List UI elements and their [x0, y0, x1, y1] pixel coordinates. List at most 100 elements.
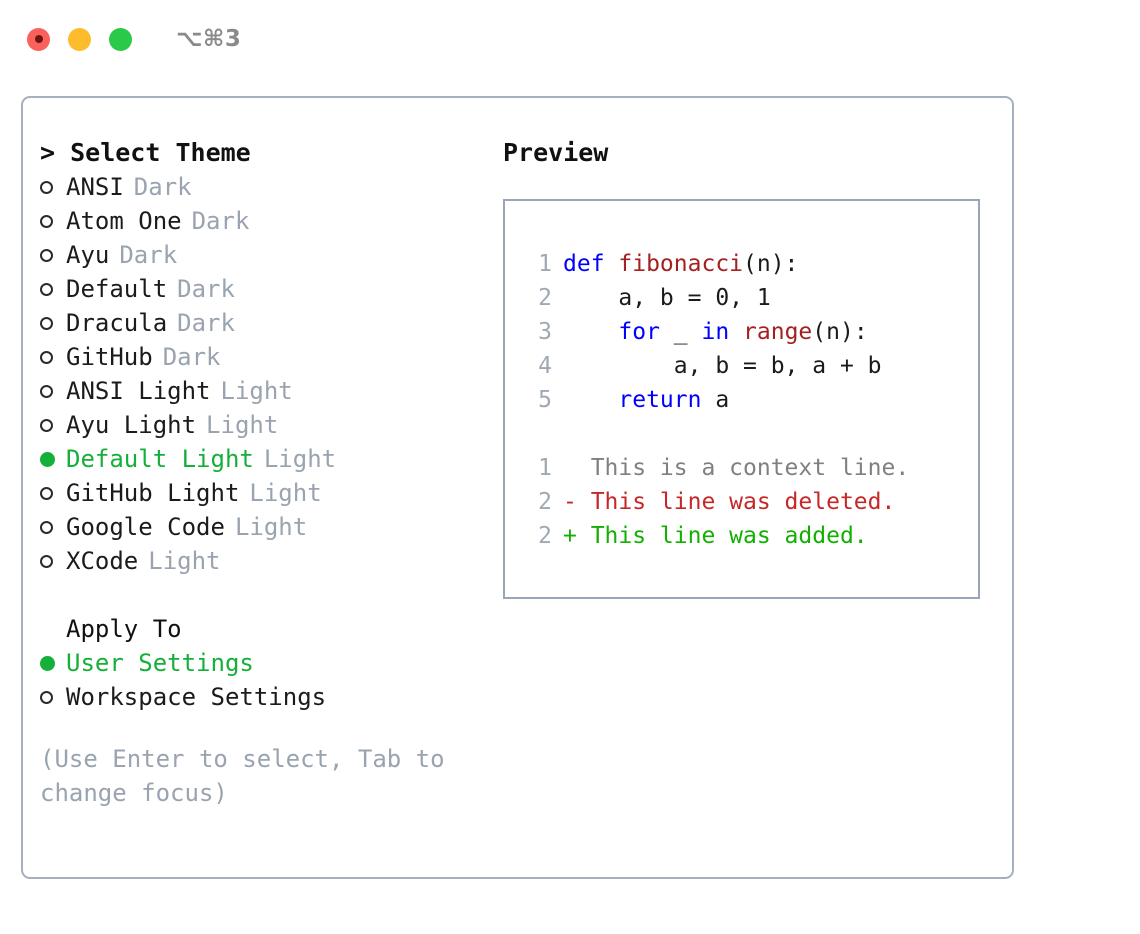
theme-variant-badge: Dark	[177, 309, 235, 337]
line-content: + This line was added.	[563, 519, 868, 553]
apply-to-header: Apply To	[66, 615, 182, 643]
radio-empty-icon	[40, 544, 66, 578]
line-number: 2	[538, 523, 552, 549]
radio-empty-icon	[40, 374, 66, 408]
radio-dot	[40, 248, 53, 262]
traffic-lights	[27, 27, 132, 51]
theme-option-label: Atom One	[66, 207, 182, 235]
line-number: 3	[538, 319, 552, 345]
theme-variant-badge: Light	[234, 513, 308, 541]
token-kw: def	[563, 251, 619, 277]
theme-variant-badge: Dark	[133, 173, 192, 201]
line-number: 2	[538, 489, 552, 515]
apply-to-option-0[interactable]: User Settings	[40, 646, 488, 680]
line-number: 1	[538, 455, 552, 481]
code-line-3: 4 a, b = b, a + b	[518, 349, 978, 383]
line-content: return a	[563, 383, 729, 417]
theme-option-label: ANSI	[66, 173, 124, 201]
token-plain	[729, 319, 743, 345]
line-number: 2	[538, 285, 552, 311]
theme-option-label: GitHub Light	[66, 479, 240, 507]
token-fn: range	[743, 319, 813, 345]
line-number: 4	[538, 353, 552, 379]
radio-empty-icon	[40, 306, 66, 340]
radio-dot	[40, 350, 53, 364]
theme-variant-badge: Light	[220, 377, 293, 405]
diff-line-2: 2 + This line was added.	[518, 519, 978, 553]
radio-empty-icon	[40, 238, 66, 272]
token-plain: (n):	[743, 251, 799, 277]
close-button[interactable]	[27, 27, 50, 51]
line-content: a, b = b, a + b	[563, 349, 882, 383]
line-content: a, b = 0, 1	[563, 281, 770, 315]
theme-variant-badge: Light	[263, 445, 337, 473]
theme-option-label: Ayu Light	[66, 411, 197, 439]
theme-option-0[interactable]: ANSI Dark	[40, 170, 488, 204]
theme-variant-badge: Dark	[177, 275, 235, 303]
theme-option-6[interactable]: ANSI Light Light	[40, 374, 488, 408]
diff-line-0: 1 This is a context line.	[518, 451, 978, 485]
apply-to-option-1[interactable]: Workspace Settings	[40, 680, 488, 714]
theme-variant-badge: Light	[206, 411, 279, 439]
token-kw: for	[618, 319, 660, 345]
radio-empty-icon	[40, 476, 66, 510]
theme-option-11[interactable]: XCode Light	[40, 544, 488, 578]
apply-to-option-label: User Settings	[66, 649, 254, 677]
token-kw: return	[618, 387, 702, 413]
theme-option-8[interactable]: Default Light Light	[40, 442, 488, 476]
diff-line-1: 2- This line was deleted.	[518, 485, 978, 519]
keyboard-shortcut-label: ⌥⌘3	[176, 26, 242, 52]
radio-dot	[40, 180, 53, 194]
theme-option-9[interactable]: GitHub Light Light	[40, 476, 488, 510]
token-fn: fibonacci	[618, 251, 744, 277]
theme-option-7[interactable]: Ayu Light Light	[40, 408, 488, 442]
radio-dot	[40, 655, 55, 671]
theme-variant-badge: Dark	[119, 241, 178, 269]
token-plain	[563, 319, 618, 345]
radio-dot	[40, 316, 53, 330]
token-plain: a, b = b, a + b	[563, 353, 882, 379]
minimize-button[interactable]	[68, 27, 91, 51]
radio-empty-icon	[40, 408, 66, 442]
theme-option-label: Default	[66, 275, 168, 303]
theme-option-label: ANSI Light	[66, 377, 211, 405]
radio-dot	[40, 520, 53, 534]
theme-option-label: XCode	[66, 547, 139, 575]
radio-empty-icon	[40, 272, 66, 306]
radio-selected-icon	[40, 646, 66, 680]
diff-sample: 1 This is a context line.2- This line wa…	[518, 451, 978, 553]
theme-option-label: Default Light	[66, 445, 254, 473]
code-line-4: 5 return a	[518, 383, 978, 417]
theme-option-label: Ayu	[66, 241, 110, 269]
keyboard-hint-text: (Use Enter to select, Tab to change focu…	[40, 745, 445, 807]
radio-empty-icon	[40, 204, 66, 238]
token-kw: in	[701, 319, 730, 345]
line-content: for _ in range(n):	[563, 315, 868, 349]
radio-empty-icon	[40, 170, 66, 204]
radio-dot	[40, 214, 53, 228]
select-theme-header: > Select Theme	[40, 138, 251, 167]
token-ctx: This is a context line.	[563, 455, 910, 481]
theme-variant-badge: Dark	[191, 207, 250, 235]
line-content: This is a context line.	[563, 451, 910, 485]
line-content: def fibonacci(n):	[563, 247, 798, 281]
radio-dot	[40, 384, 53, 398]
token-plain: (n):	[812, 319, 868, 345]
line-number: 1	[538, 251, 552, 277]
theme-variant-badge: Light	[249, 479, 322, 507]
theme-variant-badge: Light	[148, 547, 221, 575]
theme-option-2[interactable]: Ayu Dark	[40, 238, 488, 272]
theme-option-3[interactable]: Default Dark	[40, 272, 488, 306]
maximize-button[interactable]	[109, 27, 132, 51]
theme-option-1[interactable]: Atom One Dark	[40, 204, 488, 238]
